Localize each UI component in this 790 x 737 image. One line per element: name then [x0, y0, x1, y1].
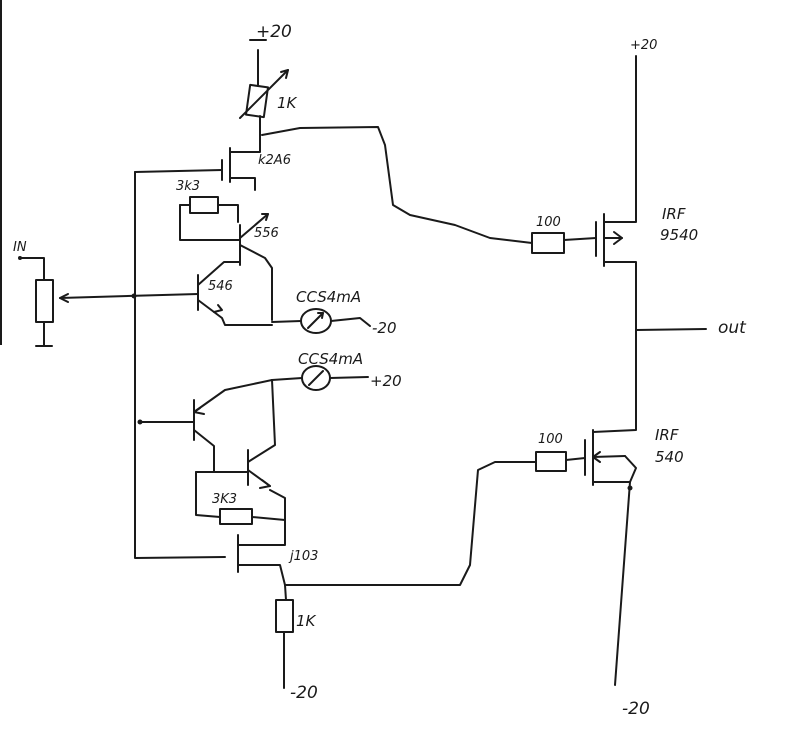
resistor-1k-bottom [275, 599, 294, 689]
resistor-3k3-bottom [195, 471, 286, 531]
gate-resistor-bottom [535, 451, 586, 472]
label-r-bottom: 1K [296, 612, 317, 630]
top-trimmer-resistor [239, 69, 289, 146]
jfet-bottom [237, 529, 287, 601]
label-r-gate-bottom: 100 [538, 432, 563, 447]
wire-to-top-gate [261, 126, 533, 244]
label-vplus-top-center: +20 [256, 22, 292, 42]
label-vminus-bottom-right: -20 [622, 699, 650, 719]
transistor-bottom-right [195, 449, 286, 521]
wire-to-bottom-gate [284, 461, 537, 586]
input-potentiometer [18, 256, 199, 347]
label-mosfet-bottom-name: IRF [655, 426, 679, 444]
label-vplus-ccs-bottom: +20 [370, 372, 402, 390]
label-r-3k3-top: 3k3 [176, 179, 200, 194]
label-input: IN [13, 240, 27, 255]
output-node [635, 328, 707, 421]
label-r-top: 1K [277, 94, 298, 112]
label-q-546: 546 [208, 279, 233, 294]
label-r-3k3-bottom: 3K3 [212, 492, 237, 507]
label-vplus-top-right: +20 [630, 38, 657, 53]
label-vminus-ccs-top: -20 [372, 319, 397, 337]
gate-resistor-top [531, 232, 597, 254]
label-ccs-bottom: CCS4mA [298, 350, 363, 368]
label-jfet-top: k2A6 [258, 153, 291, 168]
transistor-546 [197, 261, 273, 326]
transistor-bottom-left [139, 379, 273, 473]
label-r-gate-top: 100 [536, 215, 561, 230]
resistor-3k3-top [179, 196, 239, 241]
mosfet-bottom-irf540 [584, 419, 637, 686]
label-output: out [718, 318, 747, 338]
frame-edge [0, 0, 2, 345]
ccs-bottom [247, 365, 369, 463]
label-jfet-bottom: j103 [288, 549, 318, 564]
label-mosfet-top-name: IRF [662, 205, 686, 223]
label-ccs-top: CCS4mA [296, 288, 361, 306]
label-mosfet-top-part: 9540 [660, 226, 698, 244]
transistor-556 [219, 213, 273, 321]
jfet-top [134, 144, 261, 191]
ccs-top [271, 308, 371, 334]
mosfet-top-irf9540 [595, 159, 637, 331]
label-vminus-bottom-center: -20 [290, 683, 318, 703]
label-q-556: 556 [254, 226, 279, 241]
label-mosfet-bottom-part: 540 [655, 448, 684, 466]
top-supply-rail [249, 39, 267, 71]
